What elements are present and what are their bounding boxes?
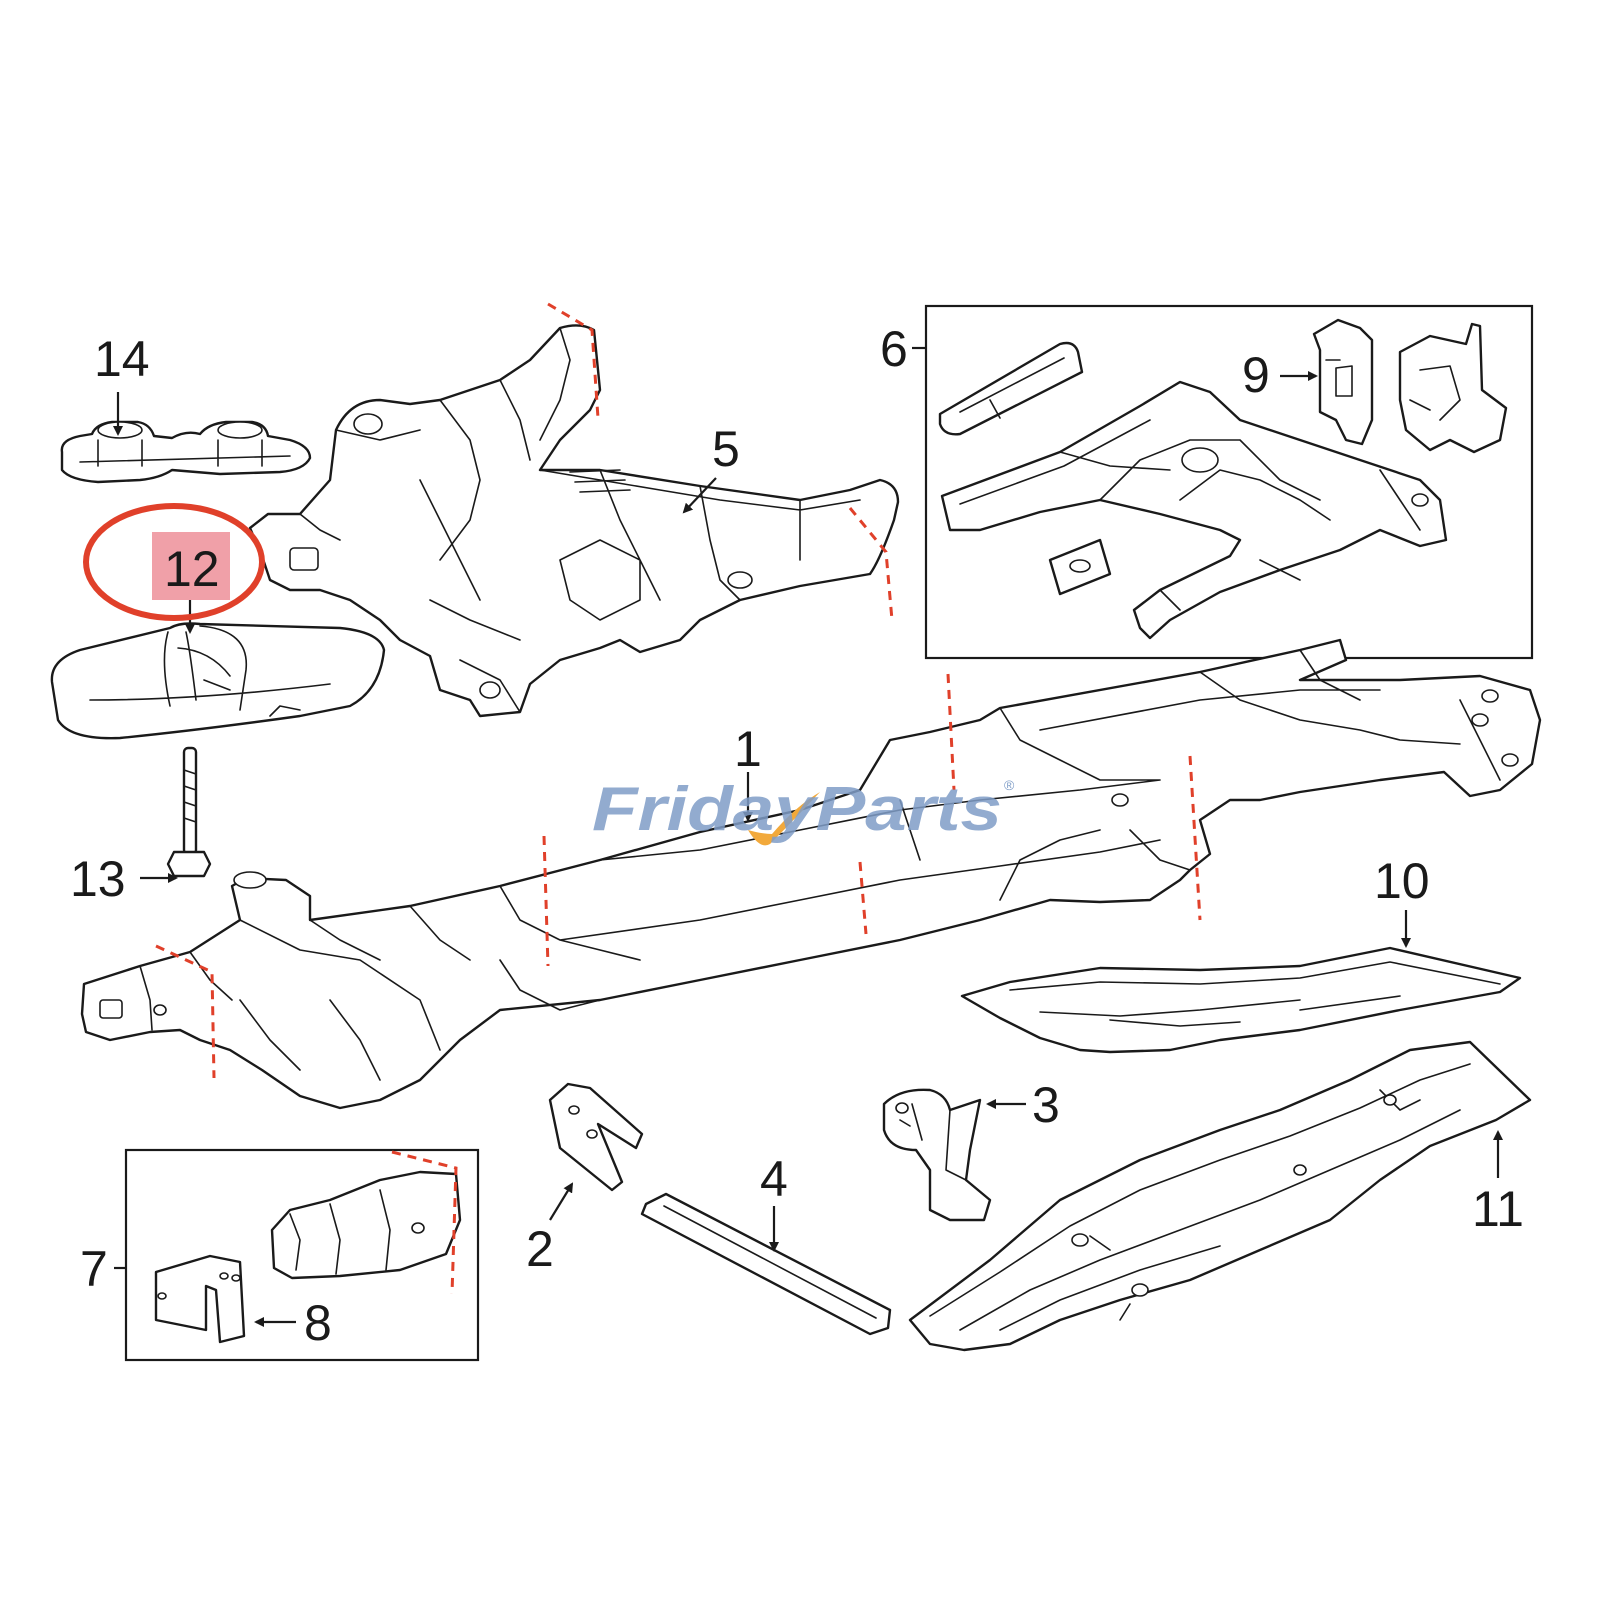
- part-4-strap: [640, 1192, 892, 1336]
- callout-4: 4: [760, 1151, 788, 1207]
- callout-13: 13: [70, 851, 126, 907]
- inset-box-6: [924, 304, 1534, 660]
- inset-box-7: [124, 1148, 480, 1362]
- highlight-label-box: [152, 532, 230, 600]
- callout-2: 2: [526, 1221, 554, 1277]
- fridayparts-watermark: FridayParts ®: [592, 775, 1015, 846]
- part-12-crossmember: [50, 622, 386, 740]
- callout-6: 6: [880, 321, 908, 377]
- callout-14: 14: [94, 331, 150, 387]
- callout-1: 1: [734, 721, 762, 777]
- callout-12: 12: [164, 541, 220, 597]
- callout-3: 3: [1032, 1077, 1060, 1133]
- callout-labels: 14 12 13 5 6 9 1 10 3 11 2 4 7 8: [70, 321, 1524, 1351]
- cut-line: [1188, 755, 1202, 921]
- cut-line: [848, 507, 894, 621]
- callout-8: 8: [304, 1295, 332, 1351]
- callout-7: 7: [80, 1241, 108, 1297]
- callout-10: 10: [1374, 853, 1430, 909]
- part-7-inset: [124, 1148, 480, 1362]
- part-8-plate: [154, 1254, 246, 1344]
- leader-2: [549, 1182, 574, 1221]
- part-6-inset: [924, 304, 1534, 660]
- cut-line: [547, 302, 600, 419]
- callout-11: 11: [1472, 1181, 1524, 1237]
- part-10-skid-plate: [960, 946, 1522, 1054]
- cut-line: [391, 1150, 458, 1295]
- cut-line: [155, 944, 216, 1079]
- cut-line: [542, 835, 550, 967]
- leader-lines: [113, 346, 1503, 1327]
- cut-lines: [155, 302, 1202, 1295]
- leader-5: [682, 477, 717, 514]
- part-3-bracket: [882, 1088, 992, 1222]
- highlight-part-12: [83, 503, 265, 621]
- watermark-swoosh-icon: [748, 792, 820, 846]
- part-5-front-subframe: [248, 324, 900, 718]
- cut-line: [858, 861, 868, 935]
- part-11-large-skid: [908, 1040, 1532, 1352]
- callout-5: 5: [712, 421, 740, 477]
- part-2-bracket: [548, 1082, 644, 1192]
- cut-line: [946, 673, 956, 791]
- watermark-text: FridayParts: [592, 775, 1002, 844]
- part-14-insulators: [60, 420, 312, 484]
- part-9-bracket: [1312, 318, 1374, 446]
- part-13-bolt: [166, 746, 212, 878]
- callout-9: 9: [1242, 347, 1270, 403]
- highlight-ring: [83, 503, 265, 621]
- watermark-registered: ®: [1004, 777, 1015, 793]
- part-1-main-frame: [80, 638, 1542, 1110]
